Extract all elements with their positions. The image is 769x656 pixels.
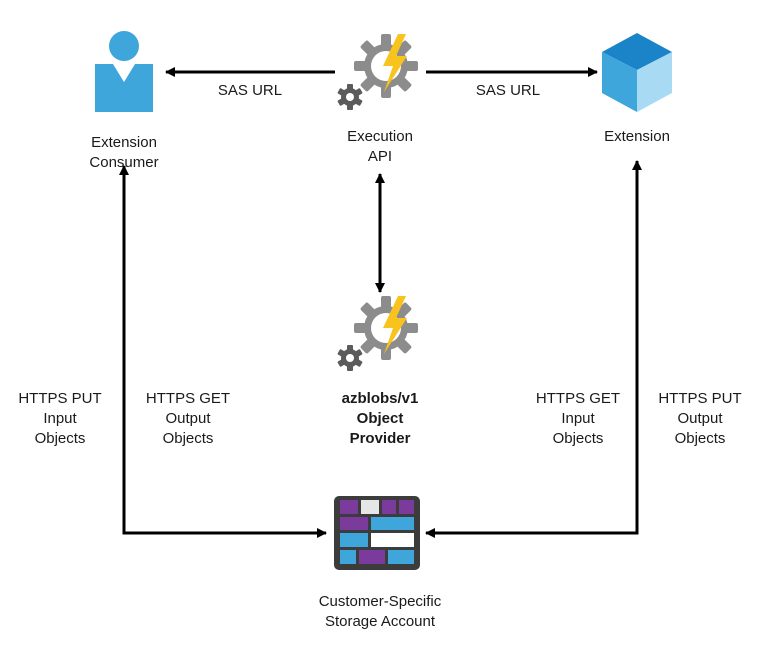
lightning-icon <box>383 34 407 92</box>
extension-label-line: Extension <box>604 128 670 145</box>
edge-label-line: HTTPS GET <box>535 390 621 407</box>
sas-url-label-right: SAS URL <box>458 81 558 101</box>
execution-api-label-line: Execution <box>347 128 413 145</box>
storage-label-line: Storage Account <box>324 613 436 630</box>
edge-label-line: HTTPS PUT <box>658 390 742 407</box>
edge-label-line: Output <box>677 410 723 427</box>
consumer-label-line: Consumer <box>89 154 159 171</box>
edge-label-line: HTTPS GET <box>145 390 231 407</box>
execution-api-gear-icon <box>337 34 418 110</box>
execution-api-label: Execution API <box>320 127 440 167</box>
edge-label-line: Objects <box>34 430 86 447</box>
object-provider-gear-icon <box>337 296 418 371</box>
consumer-get-label: HTTPS GET Output Objects <box>136 389 240 449</box>
object-provider-label-line: Provider <box>349 430 411 447</box>
object-provider-label-line: Object <box>356 410 404 427</box>
execution-api-label-line: API <box>367 148 393 165</box>
object-provider-label: azblobs/v1 Object Provider <box>316 389 444 449</box>
sas-url-label-left: SAS URL <box>200 81 300 101</box>
cube-icon <box>602 33 672 112</box>
consumer-label: Extension Consumer <box>64 133 184 173</box>
extension-label: Extension <box>577 127 697 147</box>
object-provider-label-line: azblobs/v1 <box>341 390 419 407</box>
edge-label-line: Objects <box>552 430 604 447</box>
extension-put-label: HTTPS PUT Output Objects <box>648 389 752 449</box>
storage-account-icon <box>334 496 420 570</box>
edge-label-text: SAS URL <box>217 82 283 99</box>
edge-label-text: SAS URL <box>475 82 541 99</box>
storage-label-line: Customer-Specific <box>318 593 442 610</box>
consumer-label-line: Extension <box>91 134 157 151</box>
edge-label-line: Output <box>165 410 211 427</box>
edge-label-line: Input <box>561 410 595 427</box>
edge-label-line: Objects <box>674 430 726 447</box>
edge-label-line: Objects <box>162 430 214 447</box>
storage-label: Customer-Specific Storage Account <box>297 592 463 632</box>
lightning-icon <box>383 296 407 354</box>
consumer-storage-arrow <box>119 165 327 538</box>
user-icon <box>95 31 153 112</box>
extension-get-label: HTTPS GET Input Objects <box>526 389 630 449</box>
edge-label-line: HTTPS PUT <box>18 390 102 407</box>
consumer-put-label: HTTPS PUT Input Objects <box>12 389 108 449</box>
edge-label-line: Input <box>43 410 77 427</box>
extension-storage-arrow <box>425 160 642 538</box>
